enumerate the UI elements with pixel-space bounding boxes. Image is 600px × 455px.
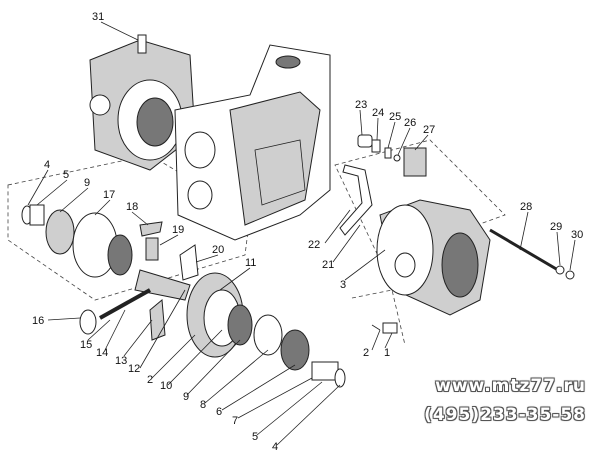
main-housing-body: [174, 44, 331, 241]
label-22: 22: [308, 239, 320, 251]
gear-shaft-assembly: [79, 272, 346, 388]
washer-30: [565, 270, 575, 280]
gasket: [339, 164, 373, 236]
breather-parts: [357, 134, 427, 177]
differential-assembly: [21, 204, 199, 301]
long-stud-28: [489, 228, 559, 272]
label-5-bottom: 5: [252, 431, 258, 443]
label-1: 1: [384, 347, 390, 359]
leader-lines: [27, 21, 576, 446]
watermark-phone: (495)233-35-58: [424, 405, 586, 425]
label-9-bottom: 9: [183, 391, 189, 403]
label-10: 10: [160, 380, 172, 392]
bolt-1: [371, 322, 398, 334]
label-25: 25: [389, 111, 401, 123]
label-12: 12: [128, 363, 140, 375]
label-15: 15: [80, 339, 92, 351]
label-8: 8: [200, 399, 206, 411]
right-housing: [376, 199, 491, 316]
label-28: 28: [520, 201, 532, 213]
label-7: 7: [232, 415, 238, 427]
part-labels: 31 23 24 25 26 27 4 5 9 17 18 19 20 22 2…: [32, 11, 583, 453]
assembly-dashed-outline: [7, 139, 506, 346]
label-13: 13: [115, 355, 127, 367]
label-6: 6: [216, 406, 222, 418]
label-9-top: 9: [84, 177, 90, 189]
label-17: 17: [103, 189, 115, 201]
label-2-right: 2: [363, 347, 369, 359]
label-2-left: 2: [147, 374, 153, 386]
label-29: 29: [550, 221, 562, 233]
label-31: 31: [92, 11, 104, 23]
label-5-top: 5: [63, 169, 69, 181]
label-30: 30: [571, 229, 583, 241]
label-19: 19: [172, 224, 184, 236]
label-26: 26: [404, 117, 416, 129]
label-27: 27: [423, 124, 435, 136]
label-4-top: 4: [44, 159, 50, 171]
label-20: 20: [212, 244, 224, 256]
left-housing-cover: [89, 34, 196, 171]
nut-29: [555, 265, 565, 275]
label-23: 23: [355, 99, 367, 111]
label-4-bottom: 4: [272, 441, 278, 453]
label-24: 24: [372, 107, 384, 119]
label-16: 16: [32, 315, 44, 327]
label-14: 14: [96, 347, 108, 359]
watermark-website: www.mtz77.ru: [435, 376, 586, 396]
label-3: 3: [340, 279, 346, 291]
label-11: 11: [245, 257, 256, 269]
label-18: 18: [126, 201, 138, 213]
label-21: 21: [322, 259, 334, 271]
